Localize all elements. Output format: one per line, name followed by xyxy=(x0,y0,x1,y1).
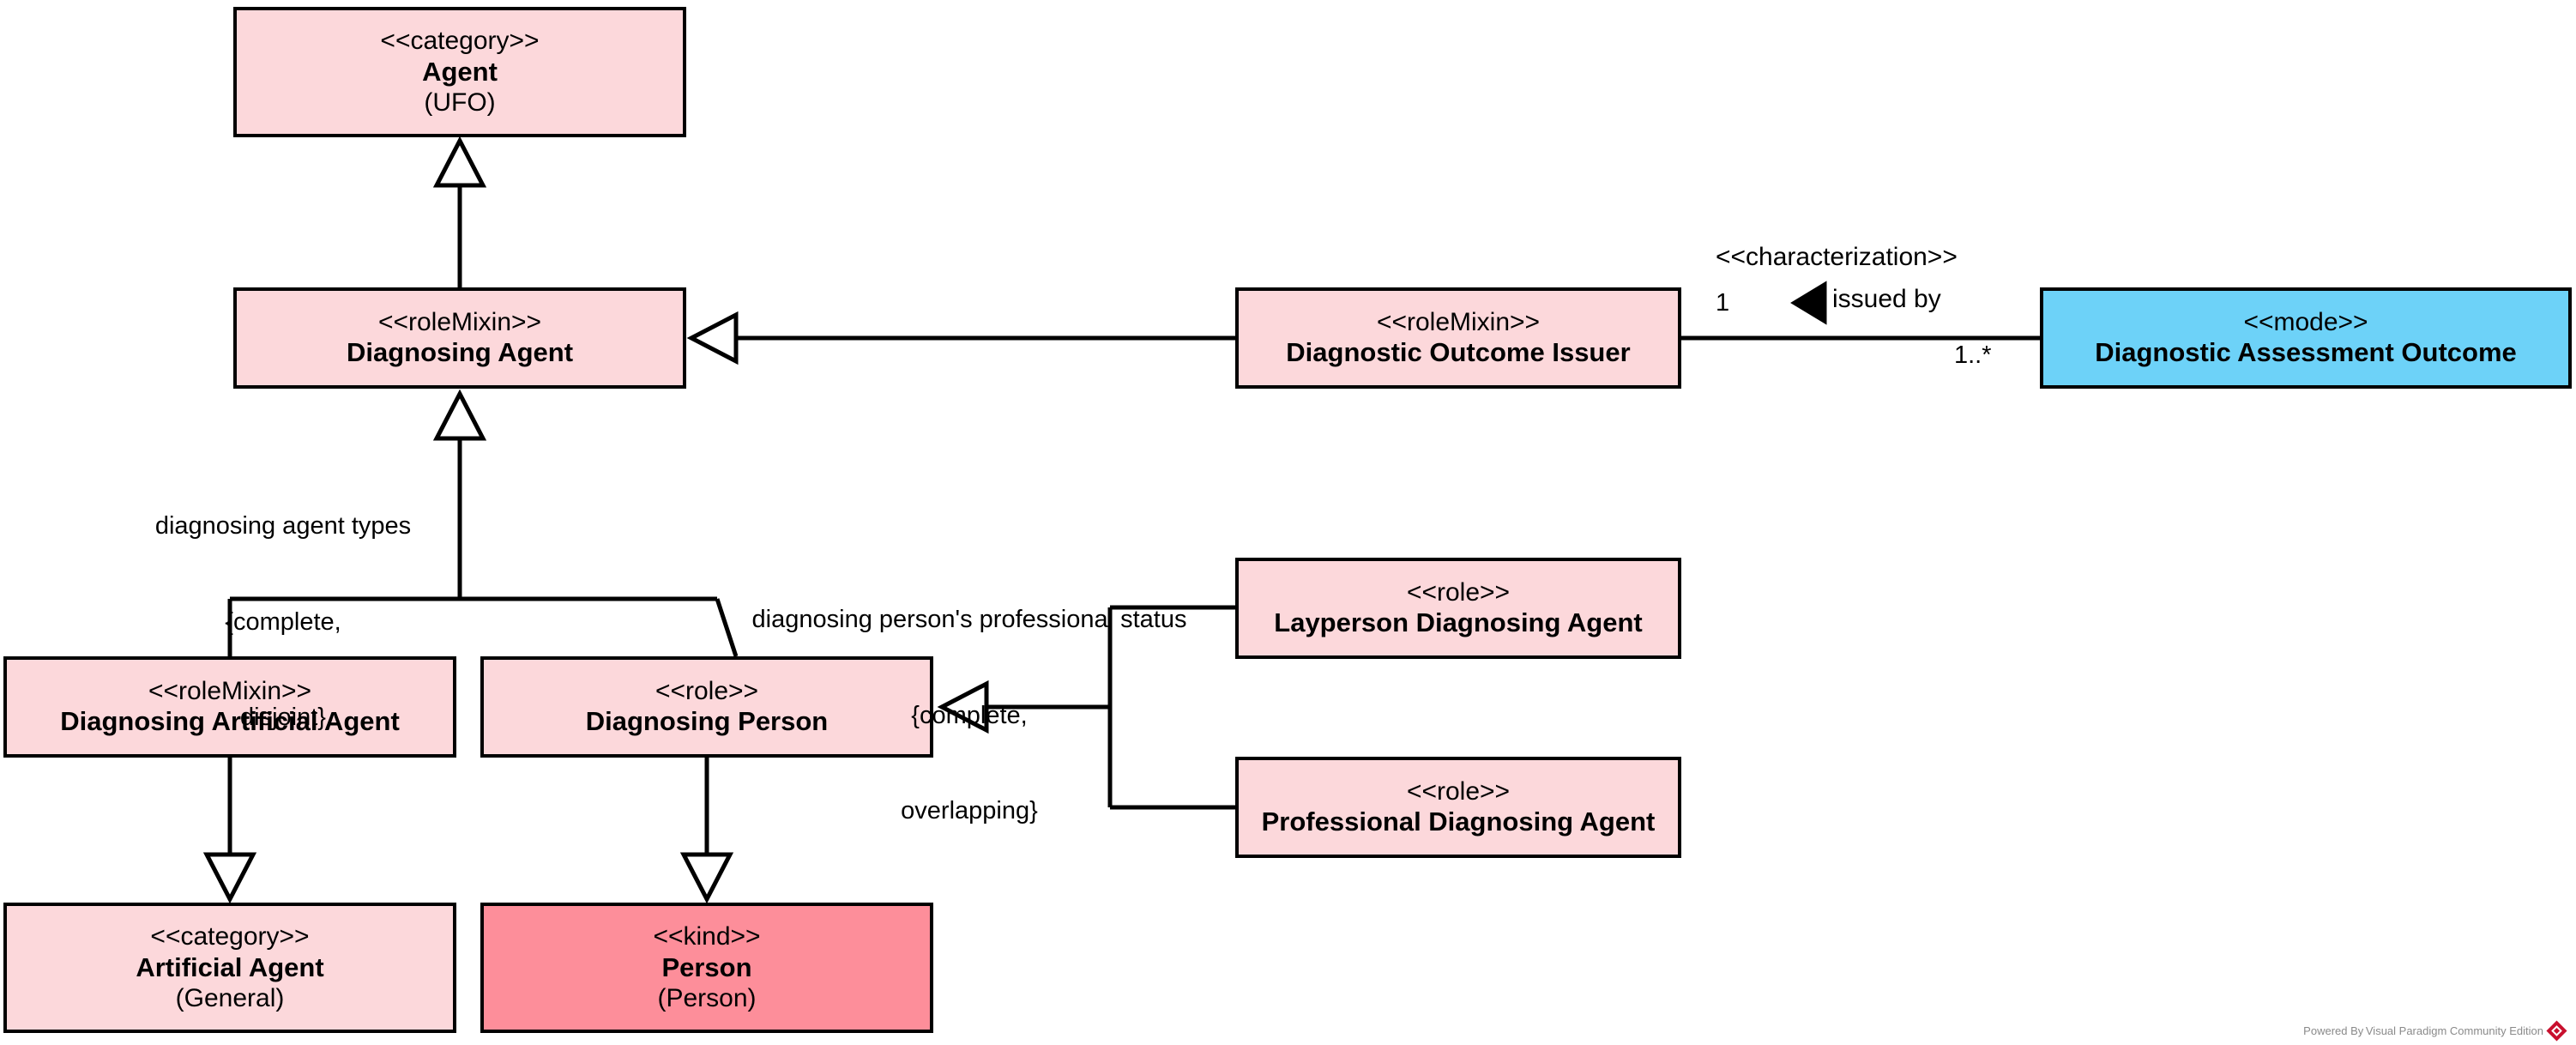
class-name: Layperson Diagnosing Agent xyxy=(1274,607,1643,638)
generalization-set-label-diagnosing-person-professional-status: diagnosing person's professional status … xyxy=(703,541,1235,891)
class-name: Artificial Agent xyxy=(136,951,324,982)
class-subtitle: (UFO) xyxy=(424,88,496,118)
class-node-layperson-diagnosing-agent[interactable]: <<role>> Layperson Diagnosing Agent xyxy=(1235,558,1681,659)
class-name: Diagnosing Agent xyxy=(346,337,574,368)
genset-label-line-1: diagnosing person's professional status xyxy=(751,606,1187,634)
class-stereotype: <<category>> xyxy=(380,27,540,56)
association-source-multiplicity: 1 xyxy=(1716,289,1730,317)
class-node-person[interactable]: <<kind>> Person (Person) xyxy=(480,903,933,1033)
class-node-diagnostic-assessment-outcome[interactable]: <<mode>> Diagnostic Assessment Outcome xyxy=(2040,287,2572,389)
class-node-professional-diagnosing-agent[interactable]: <<role>> Professional Diagnosing Agent xyxy=(1235,757,1681,858)
class-name: Diagnostic Outcome Issuer xyxy=(1286,337,1631,368)
watermark-text: Powered By Visual Paradigm Community Edi… xyxy=(2303,1024,2543,1037)
class-subtitle: (General) xyxy=(175,984,285,1013)
genset-label-line-2: {complete, xyxy=(225,607,341,636)
class-name: Diagnostic Assessment Outcome xyxy=(2095,337,2517,368)
genset-label-line-2: {complete, xyxy=(911,701,1028,729)
genset-label-line-1: diagnosing agent types xyxy=(154,512,412,541)
class-node-agent[interactable]: <<category>> Agent (UFO) xyxy=(233,7,686,137)
generalization-arrowhead-diagnosing-agent xyxy=(686,311,739,365)
class-stereotype: <<role>> xyxy=(1406,777,1511,806)
association-stereotype-characterization: <<characterization>> xyxy=(1716,243,1958,271)
class-name: Agent xyxy=(422,56,498,87)
class-stereotype: <<mode>> xyxy=(2243,308,2368,337)
class-node-artificial-agent[interactable]: <<category>> Artificial Agent (General) xyxy=(3,903,456,1033)
class-name: Diagnosing Artificial Agent xyxy=(60,706,400,737)
class-node-diagnosing-agent[interactable]: <<roleMixin>> Diagnosing Agent xyxy=(233,287,686,389)
class-stereotype: <<roleMixin>> xyxy=(148,677,312,706)
genset-label-line-3: disjoint} xyxy=(240,703,326,731)
class-subtitle: (Person) xyxy=(657,984,757,1013)
genset-label-line-3: overlapping} xyxy=(901,796,1038,825)
class-stereotype: <<roleMixin>> xyxy=(377,308,542,337)
class-node-diagnosing-person[interactable]: <<role>> Diagnosing Person xyxy=(480,656,933,758)
class-name: Diagnosing Person xyxy=(585,706,829,737)
class-stereotype: <<roleMixin>> xyxy=(1376,308,1541,337)
generalization-arrowhead-genset1 xyxy=(432,389,487,441)
class-stereotype: <<kind>> xyxy=(653,922,761,951)
class-node-diagnostic-outcome-issuer[interactable]: <<roleMixin>> Diagnostic Outcome Issuer xyxy=(1235,287,1681,389)
class-stereotype: <<role>> xyxy=(655,677,759,706)
generalization-arrowhead-agent xyxy=(432,136,487,188)
association-target-multiplicity: 1..* xyxy=(1954,341,1992,369)
generalization-arrowhead-artificial-agent xyxy=(202,852,257,904)
class-node-diagnosing-artificial-agent[interactable]: <<roleMixin>> Diagnosing Artificial Agen… xyxy=(3,656,456,758)
association-name-issued-by: issued by xyxy=(1832,285,1941,313)
class-name: Professional Diagnosing Agent xyxy=(1261,806,1656,837)
class-name: Person xyxy=(661,951,752,982)
visual-paradigm-logo-icon xyxy=(2546,1020,2567,1042)
generalization-set-label-diagnosing-agent-types: diagnosing agent types {complete, disjoi… xyxy=(103,447,463,797)
class-stereotype: <<category>> xyxy=(150,922,310,951)
association-direction-arrowhead xyxy=(1790,281,1827,325)
class-stereotype: <<role>> xyxy=(1406,578,1511,607)
watermark: Powered By Visual Paradigm Community Edi… xyxy=(2303,1020,2567,1042)
